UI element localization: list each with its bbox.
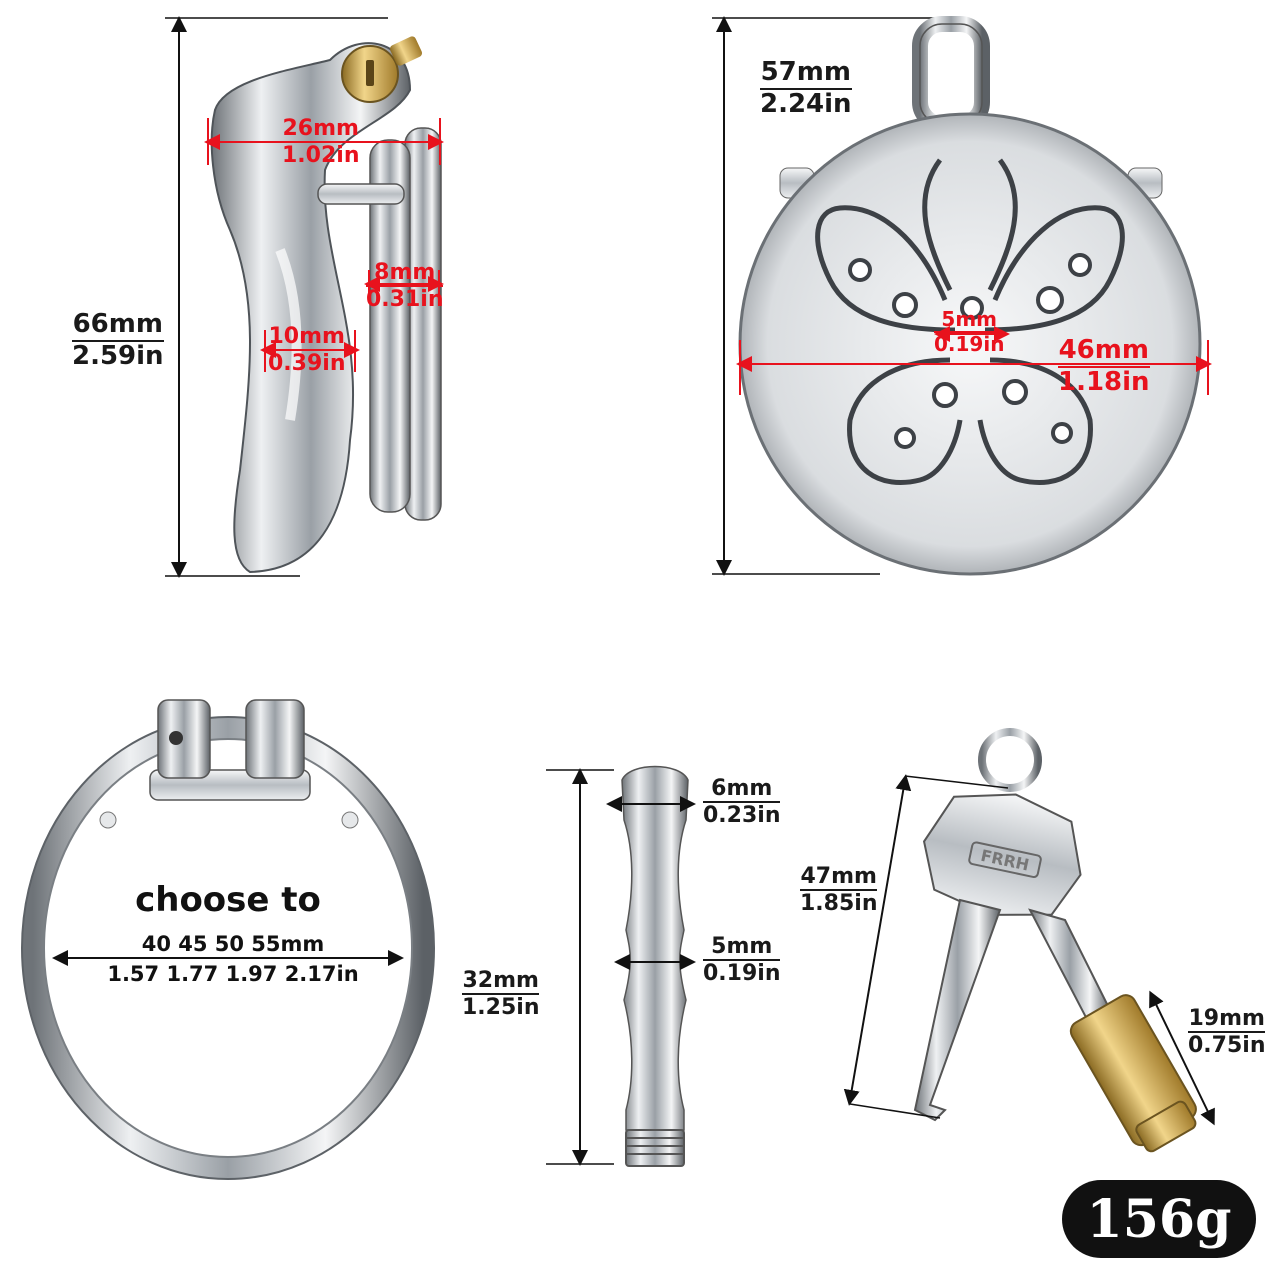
key-length-arrow — [843, 774, 912, 1106]
ring-latch-left — [157, 699, 211, 779]
cage-body — [210, 42, 412, 574]
brass-lock — [1069, 994, 1197, 1153]
butterfly-cutout — [815, 158, 1125, 485]
base-ring — [21, 699, 435, 1180]
insert-rod — [546, 765, 696, 1167]
cage-front-view — [712, 15, 1212, 576]
ring-sizes-in: 1.57 1.77 1.97 2.17in — [107, 962, 359, 986]
ring-title: choose to — [135, 880, 321, 920]
weight-badge: 156g — [1062, 1180, 1256, 1258]
lock-pin — [317, 183, 405, 205]
key-blade-left — [913, 898, 1002, 1122]
ring-sizes-mm: 40 45 50 55mm — [141, 932, 325, 956]
key-head-front — [922, 793, 1082, 916]
top-loop — [912, 16, 990, 132]
key-blade-right — [1028, 908, 1112, 1027]
lock-length-arrow — [1149, 990, 1215, 1126]
butterfly-holes — [848, 253, 1092, 449]
keys-and-lock: FRRH — [843, 728, 1215, 1153]
key-ring — [978, 728, 1042, 792]
cage-side-view — [165, 15, 444, 578]
ring-latch-right — [245, 699, 305, 779]
